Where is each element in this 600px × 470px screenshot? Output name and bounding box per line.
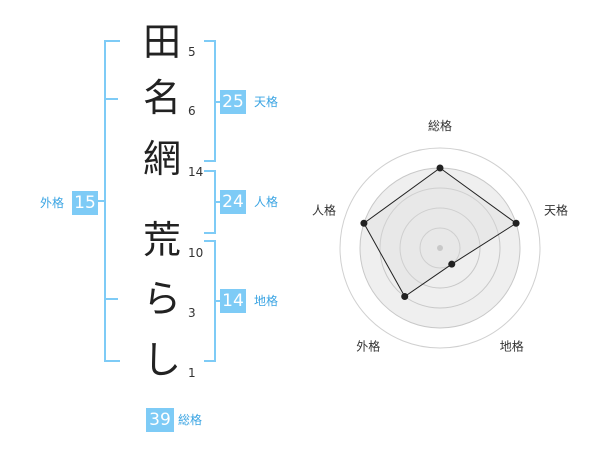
- radar-point-5: [360, 219, 368, 227]
- radar-axis-label-2: 天格: [544, 202, 568, 217]
- gaikaku-tick-bottom: [106, 298, 118, 300]
- jinkaku-connector: [214, 201, 220, 203]
- gaikaku-connector: [98, 200, 104, 202]
- name-char-2: 名: [142, 76, 181, 120]
- chikaku-label: 地格: [254, 294, 279, 308]
- radar-point-1: [436, 164, 444, 172]
- radar-axis-label-4: 外格: [356, 339, 380, 354]
- jinkaku-value: 24: [220, 190, 246, 214]
- soukaku-value: 39: [146, 408, 174, 432]
- radar-center-dot: [437, 245, 443, 251]
- name-char-5: ら: [142, 277, 181, 321]
- radar-value-polygon: [363, 167, 517, 298]
- radar-point-2: [512, 219, 520, 227]
- stroke-count-6: 1: [188, 366, 196, 380]
- stroke-count-3: 14: [188, 165, 204, 179]
- soukaku-label: 総格: [178, 413, 203, 427]
- stroke-count-1: 5: [188, 45, 196, 59]
- radar-point-4: [401, 293, 409, 301]
- stroke-count-4: 10: [188, 246, 204, 260]
- name-char-4: 荒: [142, 218, 181, 262]
- radar-axis-label-1: 総格: [428, 118, 452, 133]
- stroke-count-5: 3: [188, 306, 196, 320]
- tenkaku-value: 25: [220, 90, 246, 114]
- name-char-6: し: [142, 338, 181, 382]
- radar-axis-label-3: 地格: [500, 339, 524, 354]
- jinkaku-label: 人格: [254, 195, 279, 209]
- name-char-3: 網: [142, 137, 181, 181]
- radar-ring-2: [399, 207, 481, 289]
- gaikaku-value: 15: [72, 191, 98, 215]
- stroke-count-2: 6: [188, 104, 196, 118]
- tenkaku-connector: [214, 101, 220, 103]
- chikaku-value: 14: [220, 289, 246, 313]
- gaikaku-bracket: [104, 40, 120, 362]
- chikaku-connector: [214, 300, 220, 302]
- radar-ring-1: [419, 227, 461, 269]
- radar-axis-label-5: 人格: [312, 202, 336, 217]
- tenkaku-label: 天格: [254, 95, 279, 109]
- name-char-1: 田: [142, 20, 181, 64]
- radar-point-3: [448, 260, 456, 268]
- gaikaku-tick-top: [106, 98, 118, 100]
- gaikaku-label: 外格: [40, 196, 65, 210]
- radar-ring-3: [379, 187, 501, 309]
